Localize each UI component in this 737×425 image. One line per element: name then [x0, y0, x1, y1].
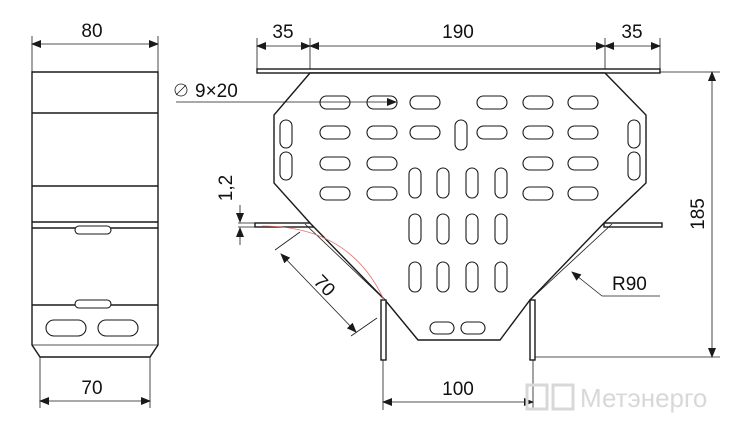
dimension-radius: R90: [571, 271, 660, 297]
top-view: [254, 68, 663, 361]
dimension-side-top: 80: [31, 21, 159, 72]
dim-radius-label: R90: [612, 274, 647, 295]
dimension-bottom: 100: [382, 360, 534, 410]
dimension-top: 35 190 35: [256, 22, 661, 69]
dimension-side-bottom: 70: [39, 357, 151, 408]
dim-branch-label: 70: [309, 271, 339, 301]
dim-hole-label: 9×20: [195, 81, 238, 102]
side-view: [31, 71, 159, 358]
dimension-thickness: 1,2: [216, 175, 256, 245]
slot-holes: [279, 95, 641, 335]
dim-35-left-label: 35: [272, 22, 293, 43]
dimension-hole: 9×20: [174, 81, 397, 106]
watermark-text: Метэнерго: [580, 383, 707, 413]
watermark: Метэнерго: [525, 383, 707, 413]
dim-height-label: 185: [688, 198, 709, 230]
dimension-height: 185: [535, 71, 720, 358]
dim-35-right-label: 35: [621, 22, 642, 43]
dim-100-label: 100: [442, 379, 474, 400]
dim-190-label: 190: [442, 22, 474, 43]
dim-80-label: 80: [81, 21, 102, 42]
dim-70-label: 70: [81, 378, 102, 399]
dim-thickness-label: 1,2: [216, 175, 237, 201]
